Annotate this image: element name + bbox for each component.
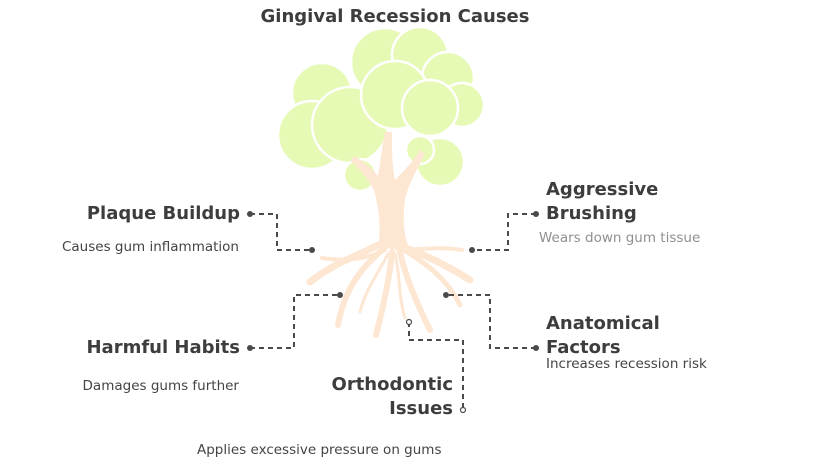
connector-plaque-buildup [250,213,312,251]
cause-desc-plaque-buildup: Causes gum inflammation [61,239,239,255]
cause-desc-harmful-habits: Damages gums further [82,378,239,394]
cause-label-plaque-buildup: Plaque Buildup [86,203,240,224]
connector-orthodontic-issues [408,322,464,410]
cause-desc-anatomical-factors: Increases recession risk [546,356,707,372]
cause-label-anatomical-factors: Anatomical Factors [546,313,660,358]
connector-aggressive-brushing [472,213,536,251]
cause-label-orthodontic-issues: Orthodontic Issues [331,374,453,419]
tree-trunk [350,132,425,250]
cause-desc-aggressive-brushing: Wears down gum tissue [539,230,701,246]
tree-foliage [276,25,486,193]
connectors [250,213,536,410]
cause-label-aggressive-brushing: Aggressive Brushing [546,179,659,224]
cause-label-harmful-habits: Harmful Habits [86,337,240,358]
tree-roots [306,241,474,338]
connector-dots [247,211,539,351]
diagram-title: Gingival Recession Causes [260,6,530,27]
cause-desc-orthodontic-issues: Applies excessive pressure on gums [197,442,442,458]
connector-harmful-habits [250,294,340,349]
connector-anatomical-factors [446,294,536,349]
connector-hollow-dots [405,318,467,414]
